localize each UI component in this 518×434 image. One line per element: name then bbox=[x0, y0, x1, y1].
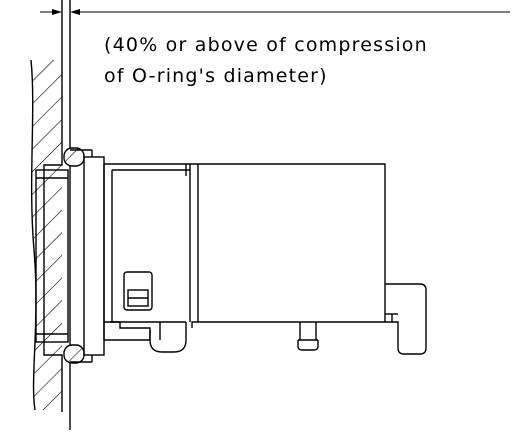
o-ring-section bbox=[63, 147, 85, 364]
annotation-line-2: of O-ring's diameter) bbox=[104, 65, 328, 87]
annotation-line-1: (40% or above of compression bbox=[104, 34, 428, 56]
connector-body bbox=[103, 163, 386, 353]
latch-window bbox=[123, 271, 153, 311]
panel-wall-section bbox=[30, 59, 63, 412]
release-lever bbox=[385, 283, 427, 355]
mounting-clip bbox=[110, 321, 186, 340]
